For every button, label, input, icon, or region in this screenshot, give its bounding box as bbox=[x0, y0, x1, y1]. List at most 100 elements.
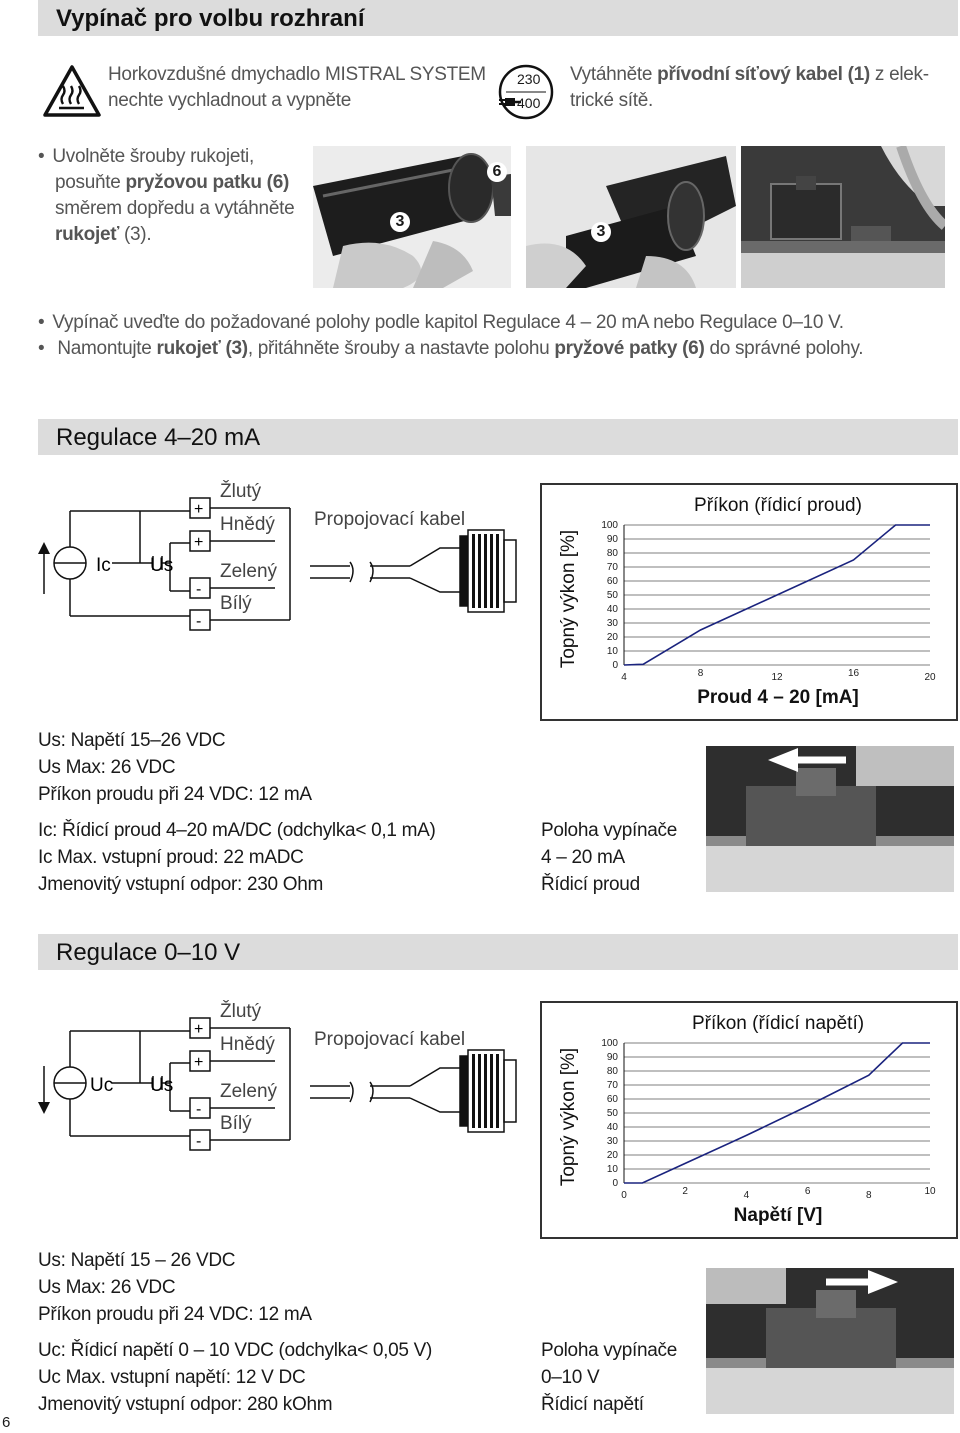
chart-title: Příkon (řídicí napětí) bbox=[692, 1013, 864, 1034]
photo-label-6: 6 bbox=[487, 162, 507, 182]
wire-white: Bílý bbox=[220, 593, 252, 614]
pin-plus-2-v: + bbox=[194, 1054, 203, 1071]
step2-line2-b: rukojeť (3) bbox=[156, 338, 248, 359]
step2-line1: Vypínač uveďte do požadované polohy podl… bbox=[38, 310, 844, 335]
section-header-ma: Regulace 4–20 mA bbox=[38, 419, 958, 455]
spec-v-3: Příkon proudu při 24 VDC: 12 mA bbox=[38, 1304, 312, 1325]
step2-line2: Namontujte rukojeť (3), přitáhněte šroub… bbox=[38, 336, 863, 361]
unplug-text-c: z elek- bbox=[869, 64, 929, 85]
photo-handle-remove bbox=[526, 146, 736, 288]
unplug-text-a: Vytáhněte bbox=[570, 64, 658, 85]
section-header-v: Regulace 0–10 V bbox=[38, 934, 958, 970]
photo-label-3a: 3 bbox=[390, 212, 410, 232]
wire-yellow-v: Žlutý bbox=[220, 1000, 262, 1022]
series-line bbox=[623, 524, 930, 666]
x-tick-label: 10 bbox=[924, 1186, 936, 1197]
unplug-text-line1: Vytáhněte přívodní síťový kabel (1) z el… bbox=[570, 62, 929, 87]
y-tick-label: 80 bbox=[607, 548, 619, 559]
ic-label: Ic bbox=[96, 555, 111, 576]
pin-minus-1: - bbox=[196, 581, 201, 598]
step2-line2-c: , přitáhněte šrouby a nastavte polohu bbox=[247, 338, 555, 359]
y-tick-label: 0 bbox=[612, 1178, 618, 1189]
x-tick-label: 6 bbox=[805, 1186, 811, 1197]
x-tick-label: 0 bbox=[621, 1190, 627, 1201]
voltage-230: 230 bbox=[517, 71, 541, 87]
switch-pos-ma-2: 4 – 20 mA bbox=[541, 847, 625, 868]
wiring-diagram-v: Uc Us + + - - Žlutý Hnědý Zelený Bílý Pr… bbox=[38, 1000, 517, 1151]
section-title-v: Regulace 0–10 V bbox=[56, 939, 241, 966]
series-line bbox=[624, 1042, 930, 1184]
y-tick-label: 50 bbox=[607, 590, 619, 601]
unplug-icon bbox=[498, 64, 554, 120]
chart-title: Příkon (řídicí proud) bbox=[694, 495, 862, 516]
pin-plus-1: + bbox=[194, 501, 203, 518]
photo-label-3b: 3 bbox=[591, 222, 611, 242]
spec-v-1: Us: Napětí 15 – 26 VDC bbox=[38, 1250, 236, 1271]
switch-pos-v-1: Poloha vypínače bbox=[541, 1340, 677, 1361]
step2-line2-a: Namontujte bbox=[57, 338, 157, 359]
us-label-v: Us bbox=[150, 1075, 173, 1096]
x-tick-label: 4 bbox=[621, 672, 627, 683]
step2-line2-e: do správné polohy. bbox=[704, 338, 864, 359]
cable-label: Propojovací kabel bbox=[314, 509, 465, 530]
wire-brown: Hnědý bbox=[220, 514, 275, 535]
x-axis-label: Proud 4 – 20 [mA] bbox=[697, 687, 859, 708]
spec-ma-6: Jmenovitý vstupní odpor: 230 Ohm bbox=[38, 874, 324, 895]
voltage-400: 400 bbox=[517, 95, 541, 111]
section-title-ma: Regulace 4–20 mA bbox=[56, 424, 261, 451]
y-tick-label: 10 bbox=[607, 1164, 619, 1175]
x-tick-label: 8 bbox=[698, 668, 704, 679]
unplug-text-b: přívodní síťový kabel (1) bbox=[657, 64, 870, 85]
y-tick-label: 10 bbox=[607, 646, 619, 657]
y-tick-label: 30 bbox=[607, 1136, 619, 1147]
y-tick-label: 60 bbox=[607, 576, 619, 587]
wire-white-v: Bílý bbox=[220, 1113, 252, 1134]
y-tick-label: 70 bbox=[607, 562, 619, 573]
y-tick-label: 40 bbox=[607, 604, 619, 615]
pin-minus-2-v: - bbox=[196, 1133, 201, 1150]
step1-line2-b: pryžovou patku (6) bbox=[125, 172, 290, 193]
y-tick-label: 60 bbox=[607, 1094, 619, 1105]
warning-text-line1: Horkovzdušné dmychadlo MISTRAL SYSTEM bbox=[108, 64, 486, 85]
wire-green: Zelený bbox=[220, 561, 278, 582]
y-tick-label: 70 bbox=[607, 1080, 619, 1091]
step1-line2: posuňte pryžovou patku (6) bbox=[55, 170, 289, 195]
us-label: Us bbox=[150, 555, 173, 576]
step2-line2-d: pryžové patky (6) bbox=[554, 338, 705, 359]
photo-handle-loosen bbox=[313, 146, 511, 288]
pin-plus-2: + bbox=[194, 534, 203, 551]
y-tick-label: 80 bbox=[607, 1066, 619, 1077]
x-tick-label: 4 bbox=[744, 1190, 750, 1201]
switch-pos-v-3: Řídicí napětí bbox=[541, 1394, 644, 1415]
spec-v-6: Jmenovitý vstupní odpor: 280 kOhm bbox=[38, 1394, 333, 1415]
y-tick-label: 40 bbox=[607, 1122, 619, 1133]
uc-label: Uc bbox=[90, 1075, 113, 1096]
switch-pos-ma-1: Poloha vypínače bbox=[541, 820, 677, 841]
y-tick-label: 50 bbox=[607, 1108, 619, 1119]
y-tick-label: 30 bbox=[607, 618, 619, 629]
y-tick-label: 20 bbox=[607, 632, 619, 643]
step1-line2-a: posuňte bbox=[55, 172, 126, 193]
spec-ma-3: Příkon proudu při 24 VDC: 12 mA bbox=[38, 784, 312, 805]
x-tick-label: 16 bbox=[848, 668, 860, 679]
pin-minus-1-v: - bbox=[196, 1101, 201, 1118]
cable-label-v: Propojovací kabel bbox=[314, 1029, 465, 1050]
x-tick-label: 12 bbox=[771, 672, 783, 683]
wire-brown-v: Hnědý bbox=[220, 1034, 275, 1055]
spec-ma-5: Ic Max. vstupní proud: 22 mADC bbox=[38, 847, 304, 868]
y-tick-label: 100 bbox=[601, 520, 618, 531]
pin-minus-2: - bbox=[196, 613, 201, 630]
x-tick-label: 2 bbox=[682, 1186, 688, 1197]
step1-line4-a: rukojeť bbox=[55, 224, 120, 245]
page-title: Vypínač pro volbu rozhraní bbox=[56, 5, 365, 32]
x-axis-label: Napětí [V] bbox=[734, 1205, 823, 1226]
y-tick-label: 90 bbox=[607, 1052, 619, 1063]
spec-ma-2: Us Max: 26 VDC bbox=[38, 757, 176, 778]
step1-line3: směrem dopředu a vytáhněte bbox=[55, 198, 295, 219]
y-tick-label: 20 bbox=[607, 1150, 619, 1161]
photo-switch-right bbox=[706, 1268, 954, 1414]
wiring-diagram-ma: Ic Us + + - - Žlutý Hnědý Zelený Bílý Pr… bbox=[38, 480, 517, 631]
